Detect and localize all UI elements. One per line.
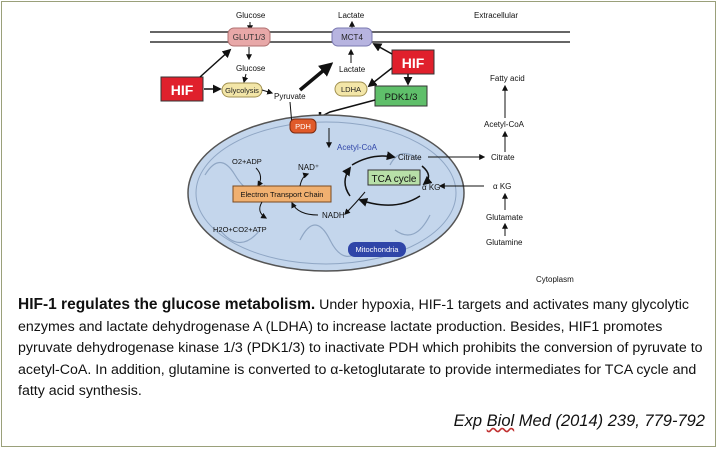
arrow-hif-to-mct4 <box>372 43 393 55</box>
tca-cycle-arc-bottom <box>358 195 421 207</box>
nadh-label: NADH <box>322 211 345 220</box>
mct4-label: MCT4 <box>341 33 363 42</box>
arrow-hif-to-glut <box>199 48 232 78</box>
ldha-label: LDHA <box>341 85 361 94</box>
citrate-mito-label: Citrate <box>398 153 422 162</box>
mitochondria-badge <box>348 242 406 257</box>
pdh-box <box>289 118 317 134</box>
citation-part-b: Biol <box>486 412 515 430</box>
akg-mito-label: α KG <box>422 183 440 192</box>
acetylcoa-cyto-label: Acetyl-CoA <box>484 120 525 129</box>
fatty-acid-label: Fatty acid <box>490 74 525 83</box>
mct4-transporter <box>331 27 373 47</box>
hif-left-label: HIF <box>171 82 194 98</box>
arrow-etc-to-h2o <box>259 201 268 219</box>
hif-right-box <box>391 49 435 75</box>
nad-label: NAD⁺ <box>298 163 319 172</box>
arrow-glucose-to-glycolysis <box>242 73 249 84</box>
mitochondria-label: Mitochondria <box>356 245 400 254</box>
hif-metabolism-diagram: Extracellular Cytoplasm Glucose Lactate … <box>150 11 574 284</box>
etc-label: Electron Transport Chain <box>241 190 324 199</box>
tca-label: TCA cycle <box>371 174 416 185</box>
caption-body: Under hypoxia, HIF-1 targets and activat… <box>18 297 703 399</box>
akg-cyto-label: α KG <box>493 182 511 191</box>
hif-left-box <box>160 76 204 102</box>
arrow-tca-to-nadh <box>344 191 366 215</box>
glut-label: GLUT1/3 <box>233 33 266 42</box>
caption-title: HIF-1 regulates the glucose metabolism. <box>18 296 316 313</box>
arrow-etc-to-nad <box>299 172 310 187</box>
tca-cycle-arc-top <box>351 151 396 166</box>
citrate-cyto-label: Citrate <box>491 153 515 162</box>
glucose-intracellular: Glucose <box>236 64 266 73</box>
etc-box <box>232 185 332 203</box>
h2o-label: H2O+CO2+ATP <box>213 225 267 234</box>
pdk-label: PDK1/3 <box>385 92 418 103</box>
citation-part-c: Med (2014) 239, 779-792 <box>514 412 705 430</box>
arrow-hif-to-ldha <box>367 67 393 88</box>
o2adp-label: O2+ADP <box>232 157 262 166</box>
citation-part-a: Exp <box>453 412 487 430</box>
lactate-extracellular: Lactate <box>338 11 365 20</box>
citation: Exp Biol Med (2014) 239, 779-792 <box>454 412 705 431</box>
arrow-pyruvate-to-lactate <box>298 62 334 92</box>
tca-cycle-arc-right <box>421 165 433 186</box>
pyruvate-label: Pyruvate <box>274 92 306 101</box>
hif-right-label: HIF <box>402 55 425 71</box>
cristae <box>204 153 431 257</box>
lactate-intracellular: Lactate <box>339 65 366 74</box>
glutamate-label: Glutamate <box>486 213 523 222</box>
figure-caption: HIF-1 regulates the glucose metabolism. … <box>18 294 710 403</box>
glucose-extracellular: Glucose <box>236 11 266 20</box>
extracellular-label: Extracellular <box>474 11 518 20</box>
glutamine-label: Glutamine <box>486 238 523 247</box>
mitochondrion-inner <box>195 121 457 265</box>
ldha-box <box>334 81 368 97</box>
pdk-box <box>374 85 428 107</box>
arrow-o2adp-to-etc <box>255 167 264 188</box>
glycolysis-label: Glycolysis <box>225 86 259 95</box>
arrow-nadh-to-etc <box>291 201 319 216</box>
cytoplasm-label: Cytoplasm <box>536 275 574 284</box>
pdh-label: PDH <box>295 122 311 131</box>
acetylcoa-mito-label: Acetyl-CoA <box>337 143 378 152</box>
tca-box <box>367 169 421 186</box>
glut-transporter <box>227 27 271 47</box>
arrow-glycolysis-to-pyruvate <box>261 88 274 95</box>
tca-cycle-arc-left <box>342 166 352 197</box>
